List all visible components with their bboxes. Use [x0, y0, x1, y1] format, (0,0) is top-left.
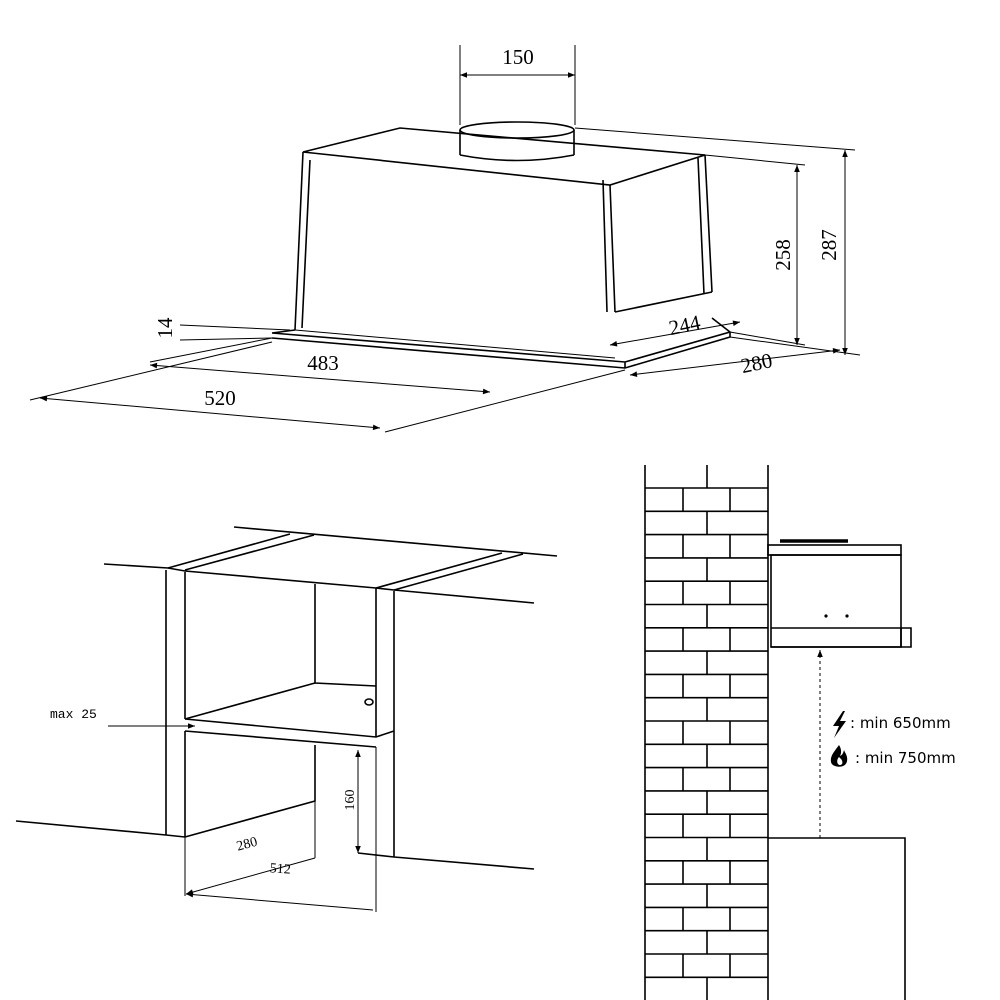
duct-collar — [459, 121, 575, 162]
brick-wall — [644, 465, 769, 1000]
hood-drawing — [271, 121, 732, 369]
hood-dimension-lines — [29, 45, 861, 433]
electric-clearance-text: : min 650mm — [850, 714, 951, 732]
hood-side-view — [767, 539, 912, 648]
dim-inner-width: 483 — [307, 351, 339, 375]
cabinet-dimension-lines — [108, 723, 374, 911]
dim-outer-depth: 280 — [739, 348, 775, 378]
dim-total-height: 287 — [817, 229, 841, 261]
dim-rail-thickness: 14 — [153, 317, 177, 339]
label-max-thickness: max 25 — [50, 707, 97, 722]
countertop — [768, 837, 906, 1000]
cabinet-drawing — [15, 526, 558, 912]
dim-cutout-height: 160 — [343, 790, 358, 811]
dim-body-height: 258 — [771, 239, 795, 271]
gas-clearance-text: : min 750mm — [855, 749, 956, 767]
dim-inner-depth: 244 — [667, 310, 703, 340]
dim-cutout-depth: 280 — [235, 835, 259, 855]
dim-duct-diameter: 150 — [502, 45, 534, 69]
dim-outer-width: 520 — [204, 386, 236, 410]
flame-icon — [830, 745, 848, 767]
dim-cutout-width: 512 — [269, 861, 291, 877]
lightning-icon — [833, 711, 846, 738]
